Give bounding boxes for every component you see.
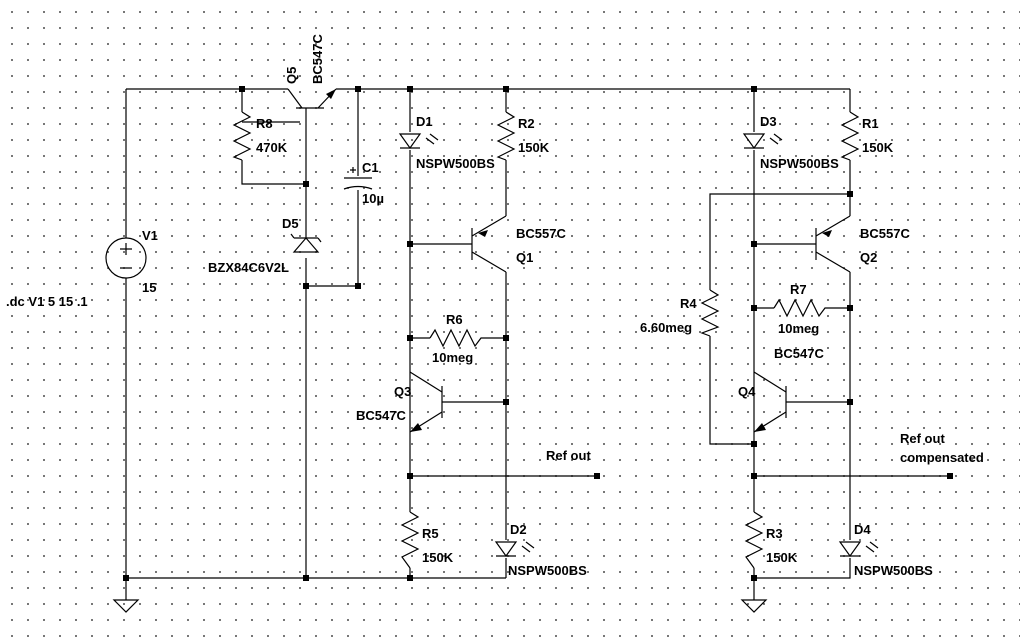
q5-model: BC547C [310, 34, 325, 84]
ref-out-label: Ref out [546, 448, 591, 463]
c1-ref: C1 [362, 160, 379, 175]
resistor-r8[interactable] [232, 111, 252, 161]
ground-symbol-right [740, 599, 768, 613]
r1-ref: R1 [862, 116, 879, 131]
transistor-q3[interactable] [409, 371, 443, 433]
voltage-source-v1[interactable] [105, 237, 147, 279]
r2-ref: R2 [518, 116, 535, 131]
r5-value: 150K [422, 550, 454, 565]
resistor-r7[interactable] [773, 298, 830, 318]
q3-ref: Q3 [394, 384, 411, 399]
ref-out-compensated-label-1: Ref out [900, 431, 945, 446]
dc-directive[interactable]: .dc V1 5 15 .1 [6, 294, 88, 309]
transistor-q4[interactable] [753, 371, 787, 433]
r7-ref: R7 [790, 282, 807, 297]
r2-value: 150K [518, 140, 550, 155]
d1-ref: D1 [416, 114, 433, 129]
q1-model: BC557C [516, 226, 566, 241]
zener-diode-d5[interactable] [290, 233, 322, 253]
d3-ref: D3 [760, 114, 777, 129]
transistor-q2[interactable] [815, 215, 851, 273]
r4-value: 6.60meg [640, 320, 692, 335]
d5-ref: D5 [282, 216, 299, 231]
q4-ref: Q4 [738, 384, 756, 399]
r8-value: 470K [256, 140, 288, 155]
q5-ref: Q5 [284, 67, 299, 84]
q1-ref: Q1 [516, 250, 533, 265]
d3-model: NSPW500BS [760, 156, 839, 171]
q2-model: BC557C [860, 226, 910, 241]
r6-ref: R6 [446, 312, 463, 327]
resistor-r6[interactable] [429, 328, 486, 348]
q2-ref: Q2 [860, 250, 877, 265]
c1-value: 10µ [362, 191, 384, 206]
r6-value: 10meg [432, 350, 473, 365]
resistor-r3[interactable] [744, 511, 764, 569]
d1-model: NSPW500BS [416, 156, 495, 171]
q4-model: BC547C [774, 346, 824, 361]
d2-model: NSPW500BS [508, 563, 587, 578]
q3-model: BC547C [356, 408, 406, 423]
d2-ref: D2 [510, 522, 527, 537]
r5-ref: R5 [422, 526, 439, 541]
transistor-q1[interactable] [471, 215, 507, 273]
led-d2[interactable] [494, 541, 535, 558]
ground-symbol-left [112, 599, 140, 613]
v1-value: 15 [142, 280, 156, 295]
r7-value: 10meg [778, 321, 819, 336]
r3-ref: R3 [766, 526, 783, 541]
led-d1[interactable] [398, 133, 439, 150]
r8-ref: R8 [256, 116, 273, 131]
transistor-q5[interactable] [287, 88, 337, 122]
r4-ref: R4 [680, 296, 697, 311]
d4-ref: D4 [854, 522, 871, 537]
r1-value: 150K [862, 140, 894, 155]
r3-value: 150K [766, 550, 798, 565]
junction-dots [123, 86, 953, 581]
ref-out-compensated-label-2: compensated [900, 450, 984, 465]
resistor-r2[interactable] [496, 111, 516, 161]
d5-model: BZX84C6V2L [208, 260, 289, 275]
capacitor-c1[interactable] [343, 167, 373, 190]
resistor-r5[interactable] [400, 511, 420, 569]
resistor-r4[interactable] [700, 289, 720, 337]
resistor-r1[interactable] [840, 111, 860, 161]
led-d4[interactable] [838, 541, 879, 558]
led-d3[interactable] [742, 133, 783, 150]
v1-ref: V1 [142, 228, 158, 243]
d4-model: NSPW500BS [854, 563, 933, 578]
